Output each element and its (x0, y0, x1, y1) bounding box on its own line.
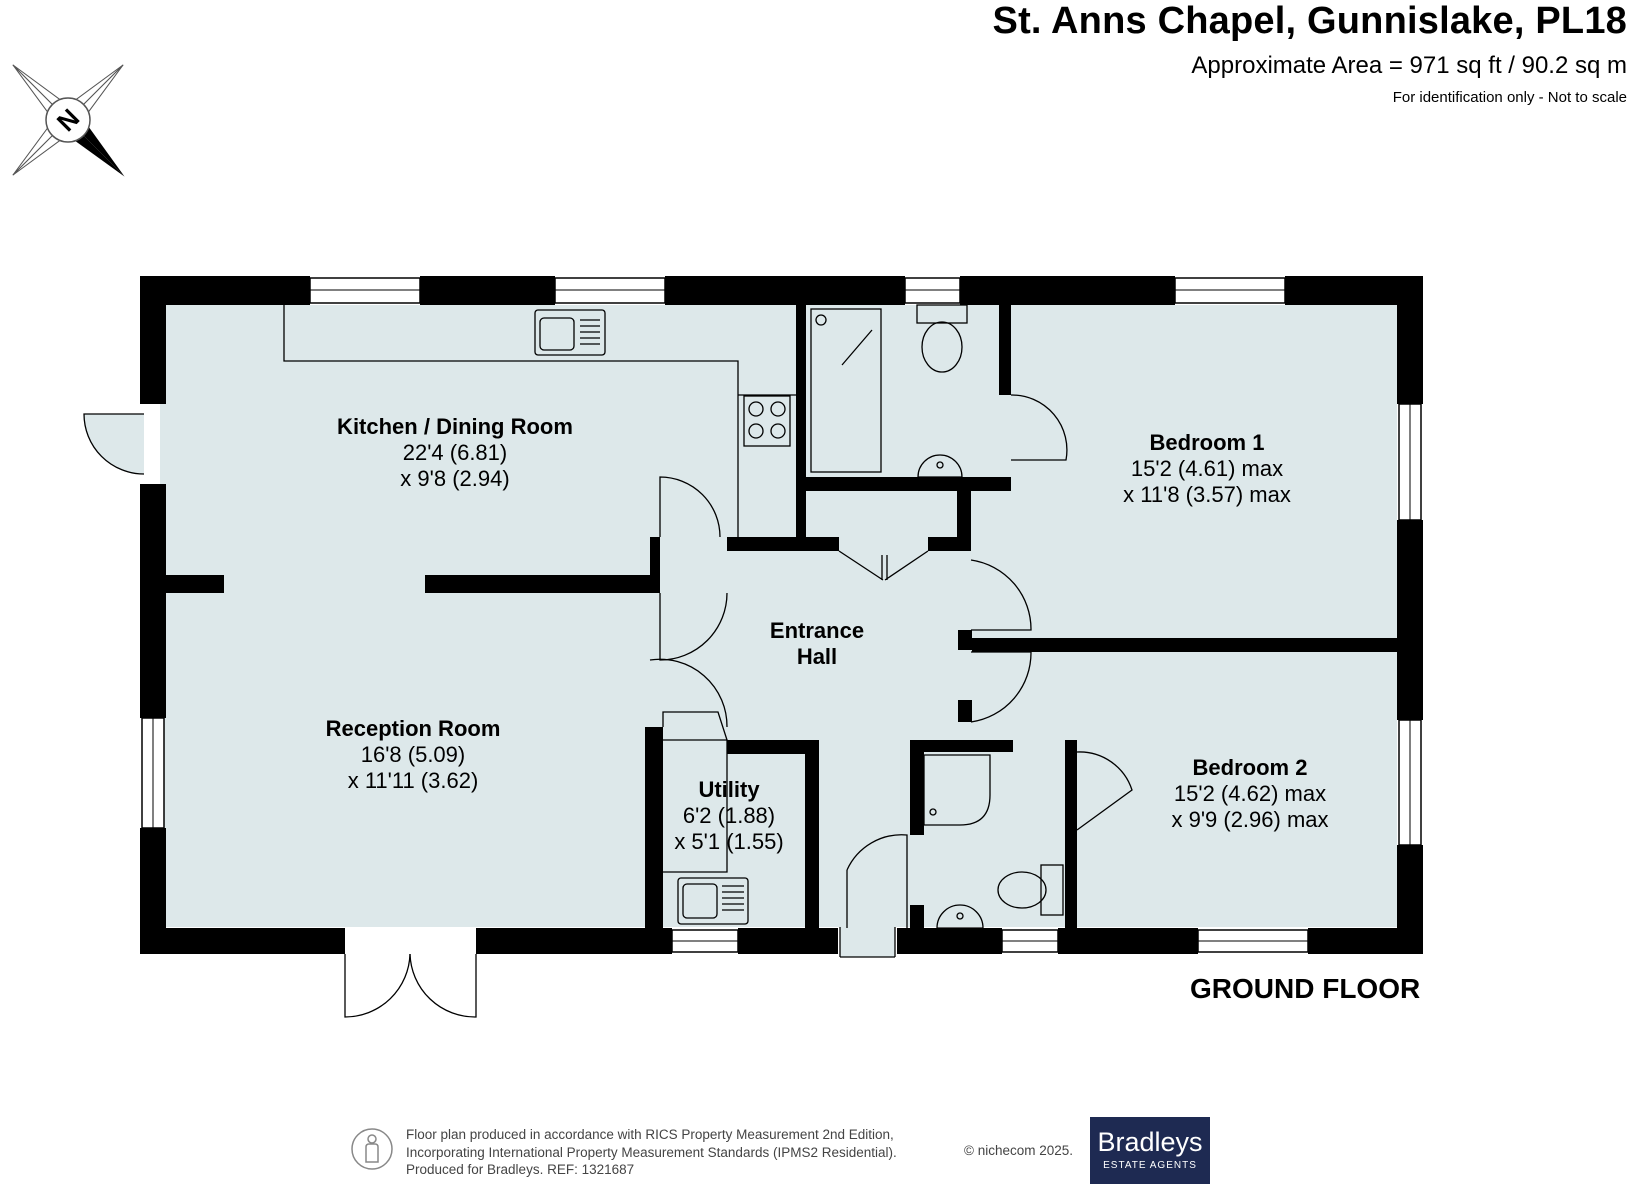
footer-line: Floor plan produced in accordance with R… (406, 1127, 894, 1142)
room-dimension: x 5'1 (1.55) (674, 829, 784, 854)
room-name: Hall (796, 644, 838, 669)
windows (141, 277, 1422, 953)
door-swings (83, 394, 1133, 1018)
room-dimension: 15'2 (4.62) max (1173, 781, 1327, 806)
outer-walls (140, 276, 1423, 954)
disclaimer-note: For identification only - Not to scale (1392, 89, 1627, 106)
room-reception: Reception Room 16'8 (5.09) x 11'11 (3.62… (326, 716, 501, 794)
room-entrance-hall: Entrance Hall (770, 618, 864, 670)
room-name: Entrance (769, 618, 865, 643)
person-icon (351, 1128, 393, 1170)
room-dimension: 16'8 (5.09) (360, 742, 466, 767)
footer: Floor plan produced in accordance with R… (350, 1112, 1250, 1184)
approximate-area: Approximate Area = 971 sq ft / 90.2 sq m (1191, 52, 1627, 79)
room-dimension: x 11'11 (3.62) (347, 768, 479, 793)
footer-text: Floor plan produced in accordance with R… (406, 1126, 897, 1179)
footer-line: Produced for Bradleys. REF: 1321687 (406, 1162, 635, 1177)
room-dimension: 15'2 (4.61) max (1130, 456, 1284, 481)
room-kitchen-dining: Kitchen / Dining Room 22'4 (6.81) x 9'8 … (337, 414, 573, 492)
room-name: Kitchen / Dining Room (337, 414, 573, 439)
room-dimension: 22'4 (6.81) (402, 440, 508, 465)
room-name: Bedroom 2 (1192, 755, 1308, 780)
logo-subtitle: ESTATE AGENTS (1103, 1160, 1197, 1171)
floor-fill (84, 305, 1397, 957)
window-lines (152, 289, 1411, 942)
floor-label: GROUND FLOOR (1190, 973, 1421, 1004)
internal-walls (166, 305, 1397, 928)
plan-title: St. Anns Chapel, Gunnislake, PL18 (992, 0, 1627, 42)
fittings (283, 304, 1064, 929)
logo-brand: Bradleys (1097, 1127, 1203, 1157)
room-dimension: x 11'8 (3.57) max (1123, 482, 1291, 507)
room-utility: Utility 6'2 (1.88) x 5'1 (1.55) (674, 777, 783, 855)
bradleys-logo: Bradleys ESTATE AGENTS (1090, 1117, 1210, 1184)
footer-line: Incorporating International Property Mea… (406, 1144, 897, 1160)
room-name: Bedroom 1 (1149, 430, 1265, 455)
room-dimension: x 9'9 (2.96) max (1171, 807, 1329, 832)
room-dimension: 6'2 (1.88) (682, 803, 776, 828)
copyright: © nichecom 2025. (964, 1143, 1074, 1158)
room-name: Reception Room (325, 716, 501, 741)
room-bedroom-1: Bedroom 1 15'2 (4.61) max x 11'8 (3.57) … (1123, 430, 1291, 508)
north-compass-icon: N (12, 64, 125, 177)
room-name: Utility (698, 777, 760, 802)
room-dimension: x 9'8 (2.94) (400, 466, 510, 491)
room-bedroom-2: Bedroom 2 15'2 (4.62) max x 9'9 (2.96) m… (1171, 755, 1328, 833)
